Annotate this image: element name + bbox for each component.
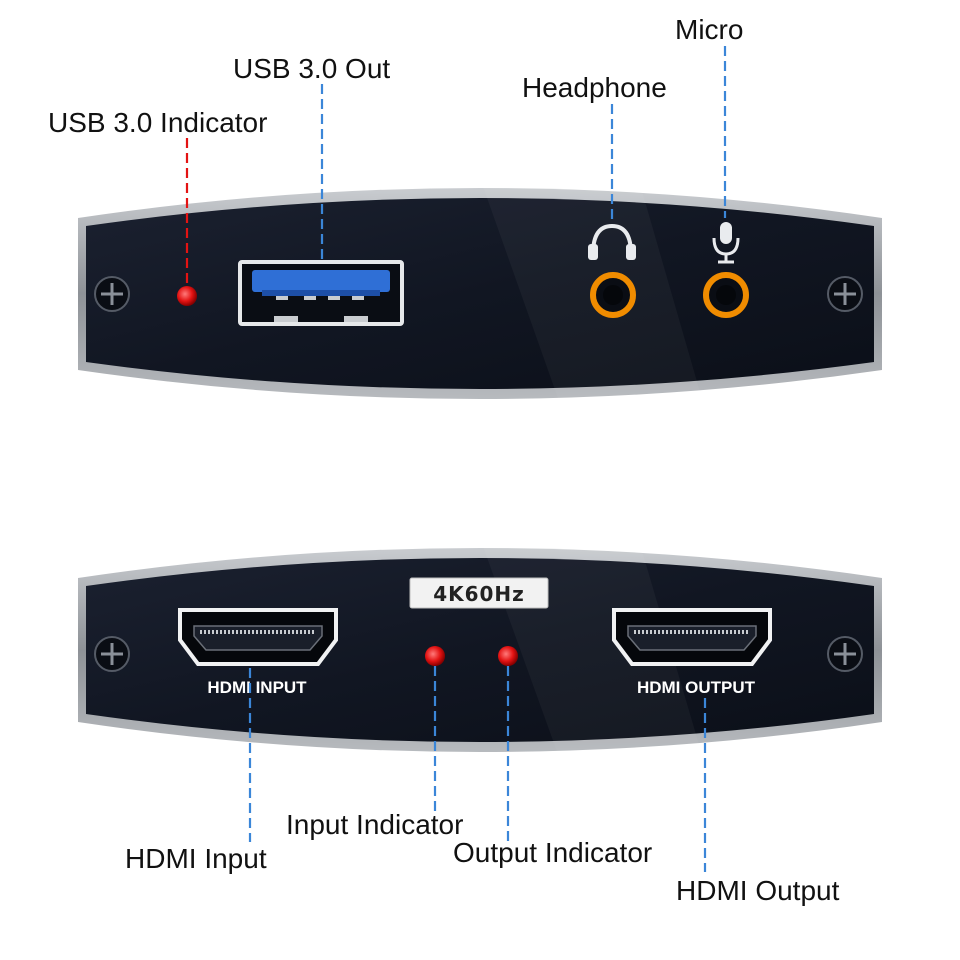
usb-port (238, 260, 404, 326)
input-indicator-led (425, 646, 445, 666)
callout-usb-indicator: USB 3.0 Indicator (48, 107, 267, 138)
headphone-jack (590, 272, 636, 318)
resolution-badge-text: 4K60Hz (433, 582, 525, 606)
resolution-badge: 4K60Hz (409, 577, 549, 609)
microphone-jack (703, 272, 749, 318)
screw-icon (94, 276, 130, 312)
callout-input-indicator: Input Indicator (286, 809, 463, 840)
hdmi-input-port (178, 608, 338, 666)
callout-hdmi-output: HDMI Output (676, 875, 840, 906)
bottom-panel-face (86, 558, 874, 742)
hdmi-output-port (612, 608, 772, 666)
callout-micro: Micro (675, 14, 743, 45)
callout-output-indicator: Output Indicator (453, 837, 652, 868)
bottom-panel: 4K60Hz HDMI INPUT HDMI OUTPUT (78, 537, 882, 760)
screw-icon (827, 636, 863, 672)
microphone-icon (712, 222, 740, 264)
top-panel-glare (480, 177, 700, 404)
bottom-leader-lines (248, 666, 707, 872)
callout-hdmi-input: HDMI Input (125, 843, 267, 874)
printed-label-hdmi-output: HDMI OUTPUT (637, 678, 756, 697)
output-indicator-led (498, 646, 518, 666)
screw-icon (827, 276, 863, 312)
headphone-icon (588, 223, 636, 260)
printed-label-hdmi-input: HDMI INPUT (207, 678, 307, 697)
callout-usb-out: USB 3.0 Out (233, 53, 390, 84)
usb-indicator-led (177, 286, 197, 306)
top-panel-face (86, 198, 874, 389)
top-leader-lines (185, 46, 727, 286)
callout-headphone: Headphone (522, 72, 667, 103)
screw-icon (94, 636, 130, 672)
top-panel (78, 177, 882, 404)
